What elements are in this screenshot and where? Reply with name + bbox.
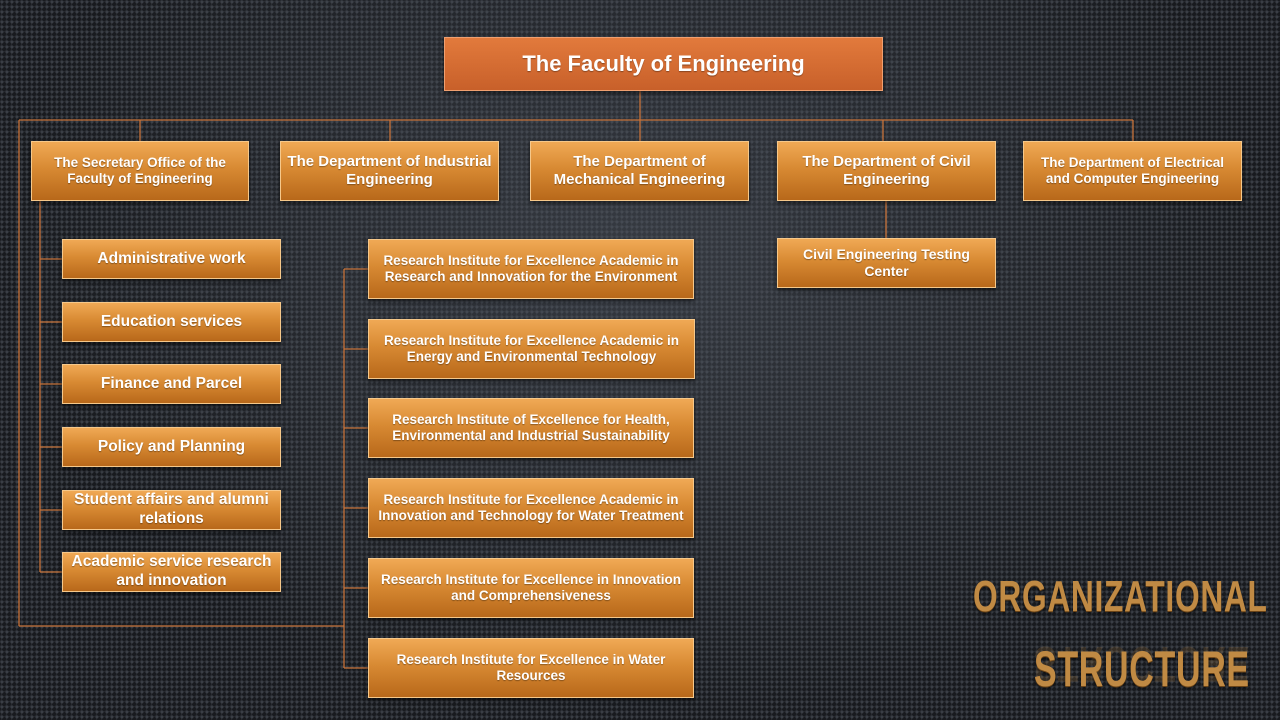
unit-label: Finance and Parcel <box>100 374 243 392</box>
research-institute-label: Research Institute for Excellence Academ… <box>378 491 684 523</box>
dept-secretary-office: The Secretary Office of the Faculty of E… <box>31 141 249 201</box>
research-institute-health: Research Institute of Excellence for Hea… <box>368 398 694 458</box>
faculty-box: The Faculty of Engineering <box>444 37 883 91</box>
heading-reflection: STRUCTURE <box>1034 636 1250 692</box>
civil-testing-center: Civil Engineering Testing Center <box>777 238 996 288</box>
research-institute-label: Research Institute for Excellence in Inn… <box>380 571 682 603</box>
unit-label: Policy and Planning <box>97 437 246 455</box>
research-institute-environment: Research Institute for Excellence Academ… <box>368 239 694 299</box>
heading-line1: ORGANIZATIONAL <box>973 572 1268 621</box>
dept-civil: The Department of Civil Engineering <box>777 141 996 201</box>
unit-label: Education services <box>100 312 243 330</box>
dept-civil-label: The Department of Civil Engineering <box>802 152 971 188</box>
unit-academic-service: Academic service research and innovation <box>62 552 281 592</box>
unit-administrative-work: Administrative work <box>62 239 281 279</box>
unit-finance-parcel: Finance and Parcel <box>62 364 281 404</box>
unit-label: Administrative work <box>97 249 246 267</box>
dept-electrical-computer-label: The Department of Electrical and Compute… <box>1040 154 1225 186</box>
dept-industrial-label: The Department of Industrial Engineering <box>287 152 492 188</box>
research-institute-water-treatment: Research Institute for Excellence Academ… <box>368 478 694 538</box>
research-institute-innovation: Research Institute for Excellence in Inn… <box>368 558 694 618</box>
dept-industrial: The Department of Industrial Engineering <box>280 141 499 201</box>
research-institute-label: Research Institute for Excellence Academ… <box>383 252 679 284</box>
research-institute-energy: Research Institute for Excellence Academ… <box>368 319 695 379</box>
dept-secretary-office-label: The Secretary Office of the Faculty of E… <box>54 154 226 186</box>
research-institute-label: Research Institute of Excellence for Hea… <box>392 411 670 443</box>
unit-label: Student affairs and alumni relations <box>74 491 269 527</box>
dept-mechanical: The Department of Mechanical Engineering <box>530 141 749 201</box>
dept-mechanical-label: The Department of Mechanical Engineering <box>553 152 726 188</box>
civil-testing-center-label: Civil Engineering Testing Center <box>803 245 970 279</box>
dept-electrical-computer: The Department of Electrical and Compute… <box>1023 141 1242 201</box>
unit-policy-planning: Policy and Planning <box>62 427 281 467</box>
heading-line2: STRUCTURE <box>1034 641 1250 697</box>
research-institute-label: Research Institute for Excellence Academ… <box>383 332 680 364</box>
unit-label: Academic service research and innovation <box>71 553 272 589</box>
unit-education-services: Education services <box>62 302 281 342</box>
research-institute-water-resources: Research Institute for Excellence in Wat… <box>368 638 694 698</box>
faculty-label: The Faculty of Engineering <box>522 50 805 76</box>
research-institute-label: Research Institute for Excellence in Wat… <box>396 651 666 683</box>
unit-student-affairs: Student affairs and alumni relations <box>62 490 281 530</box>
